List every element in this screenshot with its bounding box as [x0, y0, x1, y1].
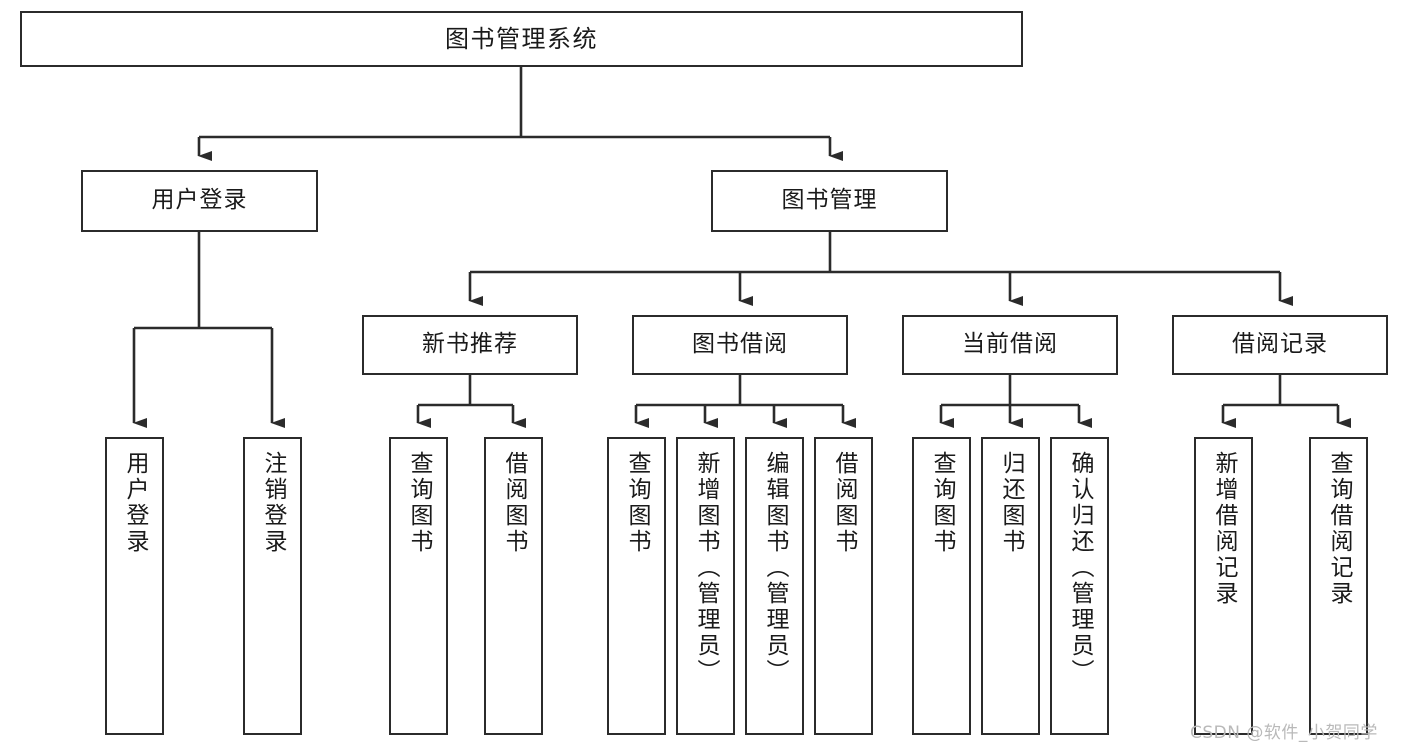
- csdn-watermark: CSDN @软件_小贺同学: [1190, 723, 1378, 743]
- node-book-management[interactable]: 图书管理: [711, 170, 948, 232]
- node-label: 归还图书: [998, 451, 1024, 555]
- node-label: 借阅图书: [501, 451, 527, 555]
- node-label: 查询图书: [624, 451, 650, 555]
- node-leaf-confirm-return[interactable]: 确认归还（管理员）: [1050, 437, 1109, 735]
- node-label: 图书管理系统: [445, 24, 598, 53]
- node-label: 编辑图书（管理员）: [762, 451, 788, 685]
- node-leaf-user-login[interactable]: 用户登录: [105, 437, 164, 735]
- node-leaf-add-borrow-record[interactable]: 新增借阅记录: [1194, 437, 1253, 735]
- node-label: 查询图书: [406, 451, 432, 555]
- node-label: 新增借阅记录: [1211, 451, 1237, 607]
- node-leaf-borrow-book-1[interactable]: 借阅图书: [484, 437, 543, 735]
- node-leaf-add-book[interactable]: 新增图书（管理员）: [676, 437, 735, 735]
- node-leaf-return-book[interactable]: 归还图书: [981, 437, 1040, 735]
- node-label: 图书管理: [781, 187, 878, 214]
- node-leaf-query-book-3[interactable]: 查询图书: [912, 437, 971, 735]
- node-label: 查询图书: [929, 451, 955, 555]
- node-label: 借阅图书: [831, 451, 857, 555]
- node-label: 新书推荐: [422, 331, 518, 358]
- node-label: 借阅记录: [1232, 331, 1328, 358]
- node-label: 注销登录: [260, 451, 286, 555]
- node-label: 新增图书（管理员）: [693, 451, 719, 685]
- node-book-borrow[interactable]: 图书借阅: [632, 315, 848, 375]
- node-leaf-query-book-1[interactable]: 查询图书: [389, 437, 448, 735]
- node-label: 查询借阅记录: [1326, 451, 1352, 607]
- node-leaf-query-borrow-record[interactable]: 查询借阅记录: [1309, 437, 1368, 735]
- node-label: 图书借阅: [692, 331, 788, 358]
- node-current-borrow[interactable]: 当前借阅: [902, 315, 1118, 375]
- node-leaf-logout-login[interactable]: 注销登录: [243, 437, 302, 735]
- node-label: 确认归还（管理员）: [1067, 451, 1093, 685]
- node-leaf-query-book-2[interactable]: 查询图书: [607, 437, 666, 735]
- node-user-login[interactable]: 用户登录: [81, 170, 318, 232]
- node-borrow-record[interactable]: 借阅记录: [1172, 315, 1388, 375]
- node-label: 用户登录: [151, 187, 248, 214]
- node-label: 当前借阅: [962, 331, 1058, 358]
- node-new-book-recommend[interactable]: 新书推荐: [362, 315, 578, 375]
- node-leaf-borrow-book-2[interactable]: 借阅图书: [814, 437, 873, 735]
- node-root-system[interactable]: 图书管理系统: [20, 11, 1023, 67]
- node-label: 用户登录: [122, 451, 148, 555]
- node-leaf-edit-book[interactable]: 编辑图书（管理员）: [745, 437, 804, 735]
